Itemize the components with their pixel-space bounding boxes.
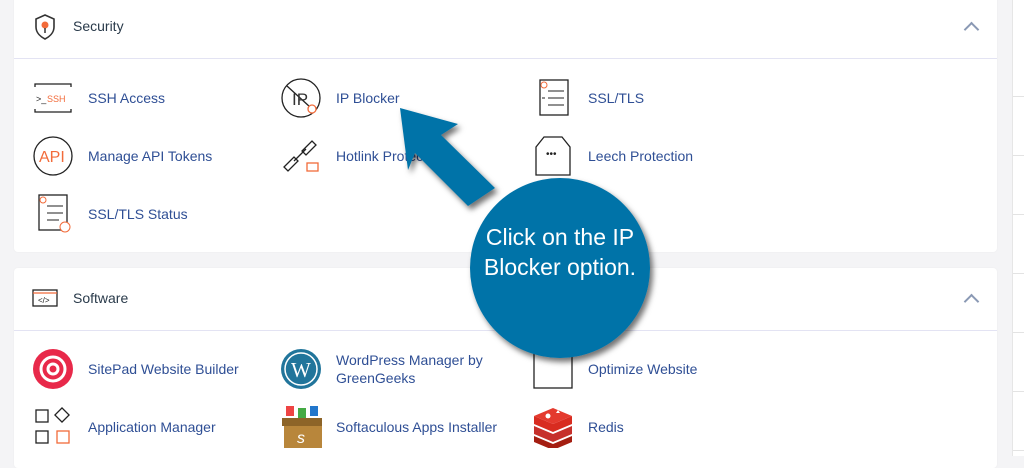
sitepad-icon — [32, 348, 74, 390]
collapse-chevron-icon[interactable] — [963, 21, 980, 38]
leech-icon: ••• — [532, 135, 574, 177]
svg-text:•••: ••• — [546, 149, 557, 160]
svg-text:W: W — [291, 358, 311, 382]
collapse-chevron-icon[interactable] — [963, 293, 980, 310]
svg-text:>_: >_ — [36, 94, 47, 104]
hotlink-icon — [280, 135, 322, 177]
item-label: IP Blocker — [336, 90, 400, 106]
item-sitepad[interactable]: SitePad Website Builder — [32, 348, 239, 390]
item-label: Redis — [588, 419, 624, 435]
svg-text:API: API — [39, 149, 65, 166]
item-label: Optimize Website — [588, 361, 698, 377]
item-label: Softaculous Apps Installer — [336, 419, 498, 435]
optimize-icon — [532, 348, 574, 390]
shield-icon — [35, 14, 55, 40]
api-icon: API — [32, 135, 74, 177]
ssl-status-icon — [32, 193, 74, 235]
item-label: SitePad Website Builder — [88, 361, 239, 377]
certificate-icon — [532, 77, 574, 119]
security-header[interactable]: Security — [14, 0, 997, 59]
item-wordpress-manager[interactable]: W WordPress Manager by GreenGeeks — [280, 348, 496, 390]
item-application-manager[interactable]: Application Manager — [32, 406, 216, 448]
security-title: Security — [73, 18, 124, 34]
item-ip-blocker[interactable]: IP IP Blocker — [280, 77, 400, 119]
svg-text:IP: IP — [292, 90, 308, 109]
code-window-icon: </> — [32, 289, 58, 307]
item-label: Leech Protection — [588, 148, 694, 164]
item-hotlink-protection[interactable]: Hotlink Protection — [280, 135, 446, 177]
app-manager-icon — [32, 406, 74, 448]
item-label: SSH Access — [88, 90, 166, 106]
item-label: WordPress Manager by GreenGeeks — [336, 352, 483, 386]
ssh-icon: >_SSH — [32, 77, 74, 119]
svg-text:SSH: SSH — [47, 94, 66, 104]
wordpress-icon: W — [280, 348, 322, 390]
item-label: Hotlink Protection — [336, 148, 446, 164]
security-card: Security >_SSH SSH Access IP IP Blocker … — [14, 0, 997, 252]
softaculous-icon: s — [280, 406, 322, 448]
svg-text:</>: </> — [38, 296, 50, 305]
software-title: Software — [73, 290, 129, 306]
item-manage-api-tokens[interactable]: API Manage API Tokens — [32, 135, 212, 177]
item-label: Application Manager — [88, 419, 216, 435]
item-redis[interactable]: Redis — [532, 406, 624, 448]
software-card: </> Software SitePad Website Builder W W… — [14, 268, 997, 468]
redis-icon — [532, 406, 574, 448]
item-optimize-website[interactable]: Optimize Website — [532, 348, 697, 390]
item-ssl-tls-status[interactable]: SSL/TLS Status — [32, 193, 188, 235]
item-softaculous[interactable]: s Softaculous Apps Installer — [280, 406, 497, 448]
right-panel — [1012, 0, 1024, 456]
item-leech-protection[interactable]: ••• Leech Protection — [532, 135, 693, 177]
item-ssl-tls[interactable]: SSL/TLS — [532, 77, 644, 119]
item-label: Manage API Tokens — [88, 148, 213, 164]
item-label: SSL/TLS Status — [88, 206, 188, 222]
svg-text:s: s — [297, 430, 305, 447]
callout-text: Click on the IP Blocker option. — [483, 224, 637, 280]
item-label: SSL/TLS — [588, 90, 645, 106]
item-ssh-access[interactable]: >_SSH SSH Access — [32, 77, 165, 119]
ip-blocker-icon: IP — [280, 77, 322, 119]
